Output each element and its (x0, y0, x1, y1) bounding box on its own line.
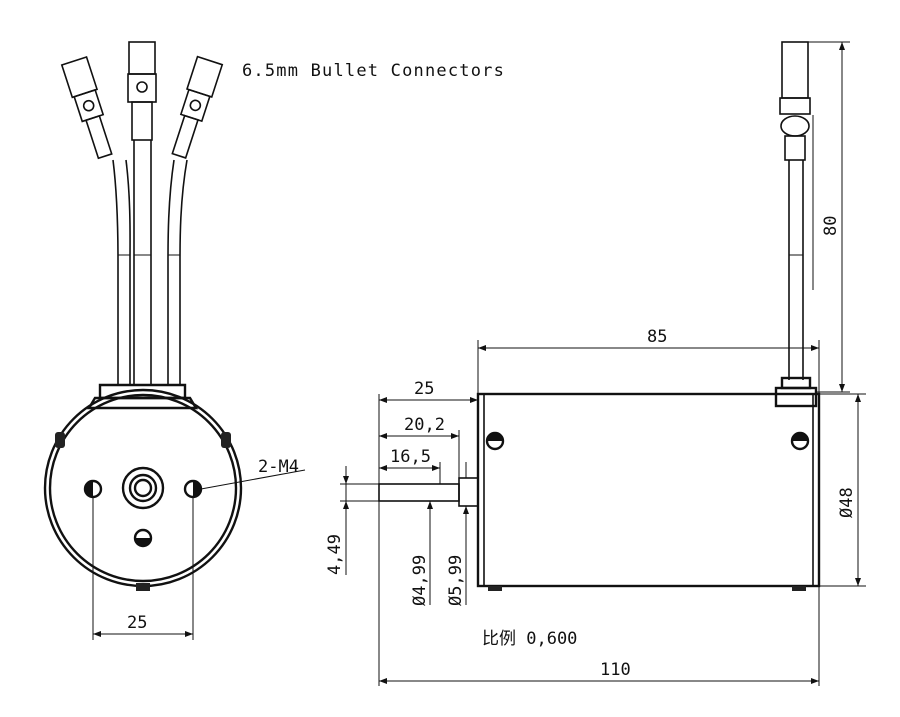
motor-can-side (476, 392, 821, 591)
dim-shaft-16-5: 16,5 (379, 447, 467, 484)
dim-diameter: Ø48 (819, 393, 866, 587)
motor-shaft (378, 477, 479, 507)
dim-shaft-20-2: 20,2 (379, 415, 460, 478)
dim-hole-spacing: 25 (92, 497, 194, 640)
dim-diameter-text: Ø48 (837, 487, 857, 518)
bullet-connector-left (60, 55, 113, 160)
side-lead-wire (774, 160, 818, 408)
side-bullet-connector (779, 41, 814, 290)
dim-lead-length: 80 (808, 41, 850, 393)
label-mount-holes: 2-M4 (258, 457, 299, 477)
dim-5-99-text: Ø5,99 (446, 555, 466, 606)
side-view: 80 85 Ø48 25 (325, 41, 866, 686)
dim-4-49-text: 4,49 (325, 534, 345, 575)
dim-overall-length: 110 (379, 586, 820, 686)
dim-hole-spacing-text: 25 (127, 613, 147, 633)
label-scale: 比例 0,600 (482, 629, 577, 649)
bullet-connector-right (171, 55, 224, 159)
dim-lead-length-text: 80 (821, 216, 841, 236)
wire-bundle (112, 140, 188, 385)
front-view: 2-M4 25 (43, 41, 306, 640)
dim-overall-length-text: 110 (600, 660, 631, 680)
dim-can-length: 85 (477, 327, 820, 394)
motor-front-face (43, 388, 243, 591)
dim-4-49: 4,49 (325, 466, 379, 575)
label-connectors: 6.5mm Bullet Connectors (242, 61, 505, 81)
dim-can-length-text: 85 (647, 327, 667, 347)
dim-4-99-text: Ø4,99 (410, 555, 430, 606)
dim-shaft-20-2-text: 20,2 (404, 415, 445, 435)
dim-shaft-25: 25 (378, 379, 478, 686)
dim-4-99: Ø4,99 (410, 501, 433, 606)
dim-shaft-25-text: 25 (414, 379, 434, 399)
dim-5-99: Ø5,99 (446, 506, 469, 606)
bullet-connector-center (127, 41, 157, 141)
dim-shaft-16-5-text: 16,5 (390, 447, 431, 467)
